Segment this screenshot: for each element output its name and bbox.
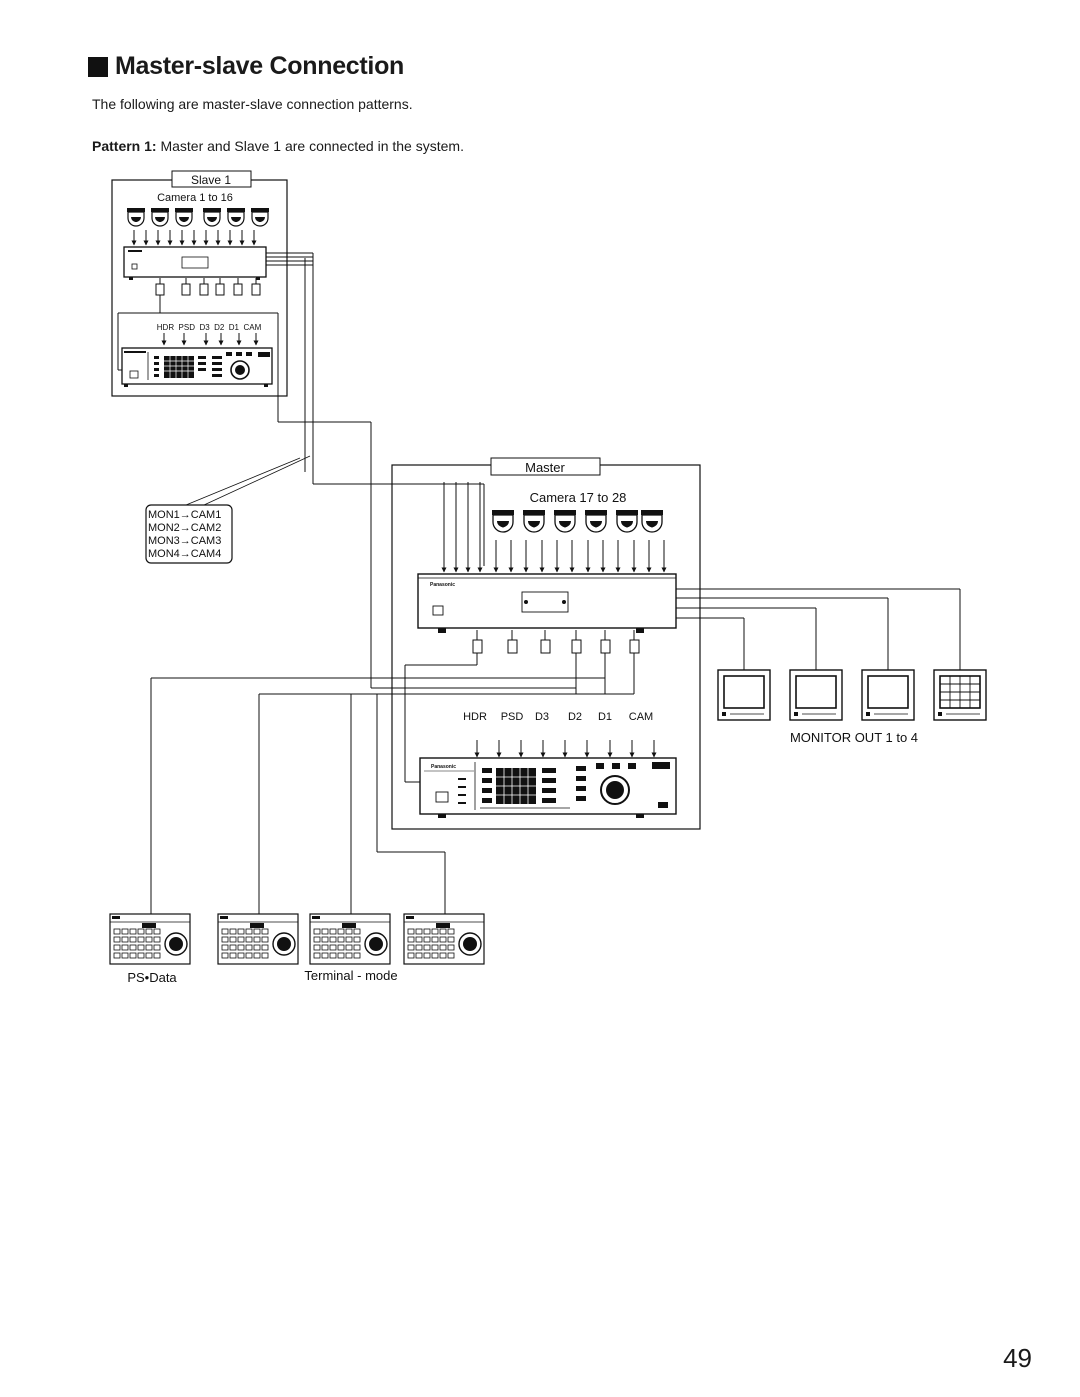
master-camera-group — [491, 509, 664, 533]
pattern-text: Master and Slave 1 are connected in the … — [156, 138, 464, 154]
square-bullet-icon — [88, 56, 108, 77]
slave-label: Slave 1 — [191, 173, 231, 187]
terminal-mode-label: Terminal - mode — [304, 968, 397, 983]
slave-port-labels: HDR PSD D3 D2 D1 CAM — [157, 323, 262, 332]
map-entry: MON4→CAM4 — [148, 548, 221, 560]
brand-label: Panasonic — [431, 764, 456, 770]
page-heading: Master-slave Connection — [88, 52, 404, 81]
pattern-label: Pattern 1: — [92, 138, 157, 154]
port-label-cam: CAM — [629, 711, 653, 723]
pattern-description: Pattern 1: Master and Slave 1 are connec… — [92, 138, 464, 154]
slave-camera-range: Camera 1 to 16 — [157, 192, 233, 204]
slave-system: Slave 1 Camera 1 to 16 — [111, 170, 372, 688]
map-entry: MON3→CAM3 — [148, 535, 221, 547]
slave-camera-group — [126, 207, 270, 227]
brand-label: Panasonic — [430, 582, 455, 588]
port-label-psd: PSD — [501, 711, 524, 723]
port-label-d3: D3 — [535, 711, 549, 723]
slave-controller-unit — [121, 347, 273, 387]
master-output-connectors — [472, 639, 640, 654]
intro-text: The following are master-slave connectio… — [92, 96, 413, 112]
port-label-hdr: HDR — [463, 711, 487, 723]
page-number: 49 — [1003, 1343, 1032, 1373]
slave-output-connectors — [155, 283, 261, 296]
monitor-group — [717, 669, 987, 721]
ps-data-label: PS•Data — [127, 970, 177, 985]
page-title: Master-slave Connection — [115, 52, 405, 80]
master-matrix-unit: Panasonic — [417, 573, 677, 633]
master-system: Master Camera 17 to 28 Panasonic — [150, 457, 987, 914]
master-controller-unit: Panasonic — [419, 757, 677, 818]
monitor-camera-map: MON1→CAM1 MON2→CAM2 MON3→CAM3 MON4→CAM4 — [145, 455, 311, 564]
keyboard-group — [109, 913, 485, 965]
monitor-out-label: MONITOR OUT 1 to 4 — [790, 730, 918, 745]
port-label-d1: D1 — [598, 711, 612, 723]
slave-matrix-unit — [123, 246, 267, 280]
master-camera-range: Camera 17 to 28 — [530, 490, 627, 505]
master-port-labels: HDR PSD D3 D2 D1 CAM — [463, 711, 653, 723]
map-entry: MON1→CAM1 — [148, 509, 221, 521]
map-entry: MON2→CAM2 — [148, 522, 221, 534]
port-label-d2: D2 — [568, 711, 582, 723]
master-label: Master — [525, 460, 565, 475]
